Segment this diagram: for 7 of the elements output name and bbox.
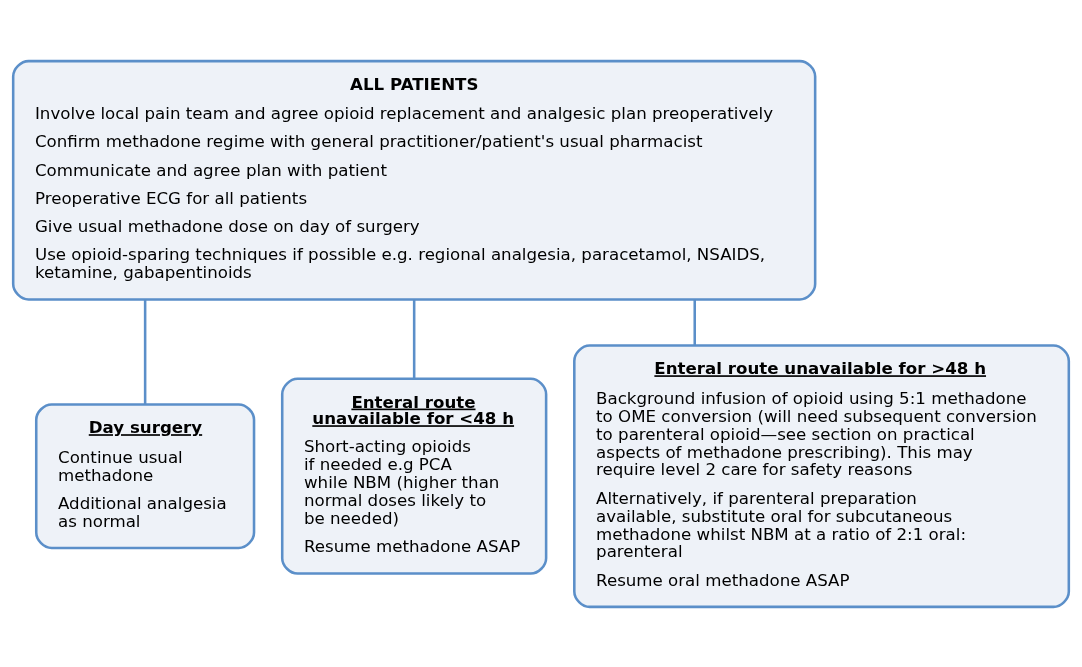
node-box: Enteral route unavailable for <48 h Short-acting opioids if needed e.g PCA while NBM (higher than normal doses likely to be needed) Resume methadone ASAP [280, 377, 548, 575]
connector [412, 299, 416, 378]
connector [693, 299, 696, 345]
node-box: Day surgery Continue usual methadone Additional analgesia as normal [34, 402, 256, 549]
node-box: ALL PATIENTS Involve local pain team and agree opioid replacement and analgesic plan preoperatively Confirm methadone regime with general practitioner/patient's usual pharmacist Communicate and agree plan with patient Preoperative ECG for all patients Give usual methadone dose on day of surgery Use opioid-sparing techniques if possible e.g. regional analgesia, paracetamol, NSAIDS, ketamine, gabapentinoids [11, 59, 817, 301]
connector [143, 299, 147, 404]
node-box: Enteral route unavailable for >48 h Background infusion of opioid using 5:1 methadone to OME conversion (will need subsequent conversion to parenteral opioid—see section on practical aspects of methadone prescribing). This may require level 2 care for safety reasons Alternatively, if parenteral preparation available, substitute oral for subcutaneous methadone whilst NBM at a ratio of 2:1 oral: parenteral Resume oral methadone ASAP [573, 343, 1071, 608]
